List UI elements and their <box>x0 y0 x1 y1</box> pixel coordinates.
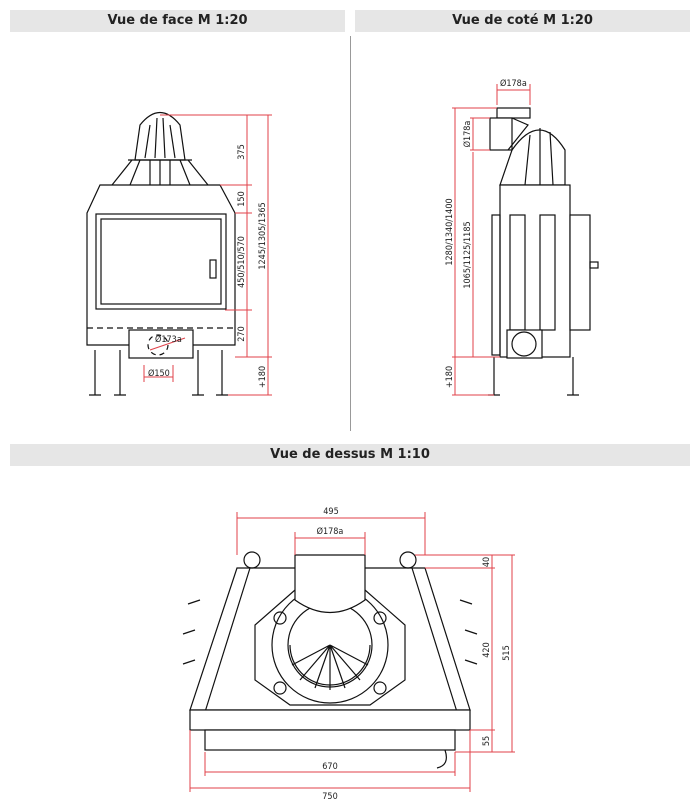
dim-front-base: 270 <box>237 326 247 341</box>
header-side-view: Vue de coté M 1:20 <box>355 10 690 32</box>
dim-front-flue-diam: Ø173a <box>155 334 182 345</box>
top-view-dimensions <box>189 512 515 792</box>
dim-front-legs: +180 <box>258 366 268 388</box>
dim-top-flue: Ø178a <box>317 526 344 537</box>
dim-side-body: 1065/1125/1185 <box>463 221 473 288</box>
dim-front-outlet-diam: Ø150 <box>148 368 170 379</box>
side-view-dimensions <box>452 84 531 396</box>
header-top-view: Vue de dessus M 1:10 <box>10 444 690 466</box>
dim-front-hood: 150 <box>237 191 247 206</box>
front-view-drawing <box>86 111 236 396</box>
header-front-view: Vue de face M 1:20 <box>10 10 345 32</box>
dim-side-flue-side: Ø178a <box>462 121 473 148</box>
dim-side-flue-top: Ø178a <box>500 78 527 89</box>
divider <box>350 36 351 431</box>
side-view-drawing <box>488 107 599 396</box>
front-view-dimensions <box>143 114 272 396</box>
dim-top-width-inner: 670 <box>322 762 337 772</box>
dim-top-depth: 515 <box>502 645 512 660</box>
dim-top-d3: 55 <box>482 736 492 746</box>
dim-side-legs: +180 <box>445 366 455 388</box>
dim-top-width-total: 750 <box>322 792 337 802</box>
dim-top-d2: 420 <box>482 642 492 657</box>
dim-top-d1: 40 <box>482 557 492 567</box>
dim-front-total: 1245/1305/1365 <box>258 202 268 269</box>
dim-front-dome: 375 <box>237 144 247 159</box>
dim-side-total: 1280/1340/1400 <box>445 198 455 265</box>
dim-front-door: 450/510/570 <box>237 236 247 288</box>
top-view-drawing <box>182 551 478 769</box>
dim-top-width-top: 495 <box>323 507 338 517</box>
